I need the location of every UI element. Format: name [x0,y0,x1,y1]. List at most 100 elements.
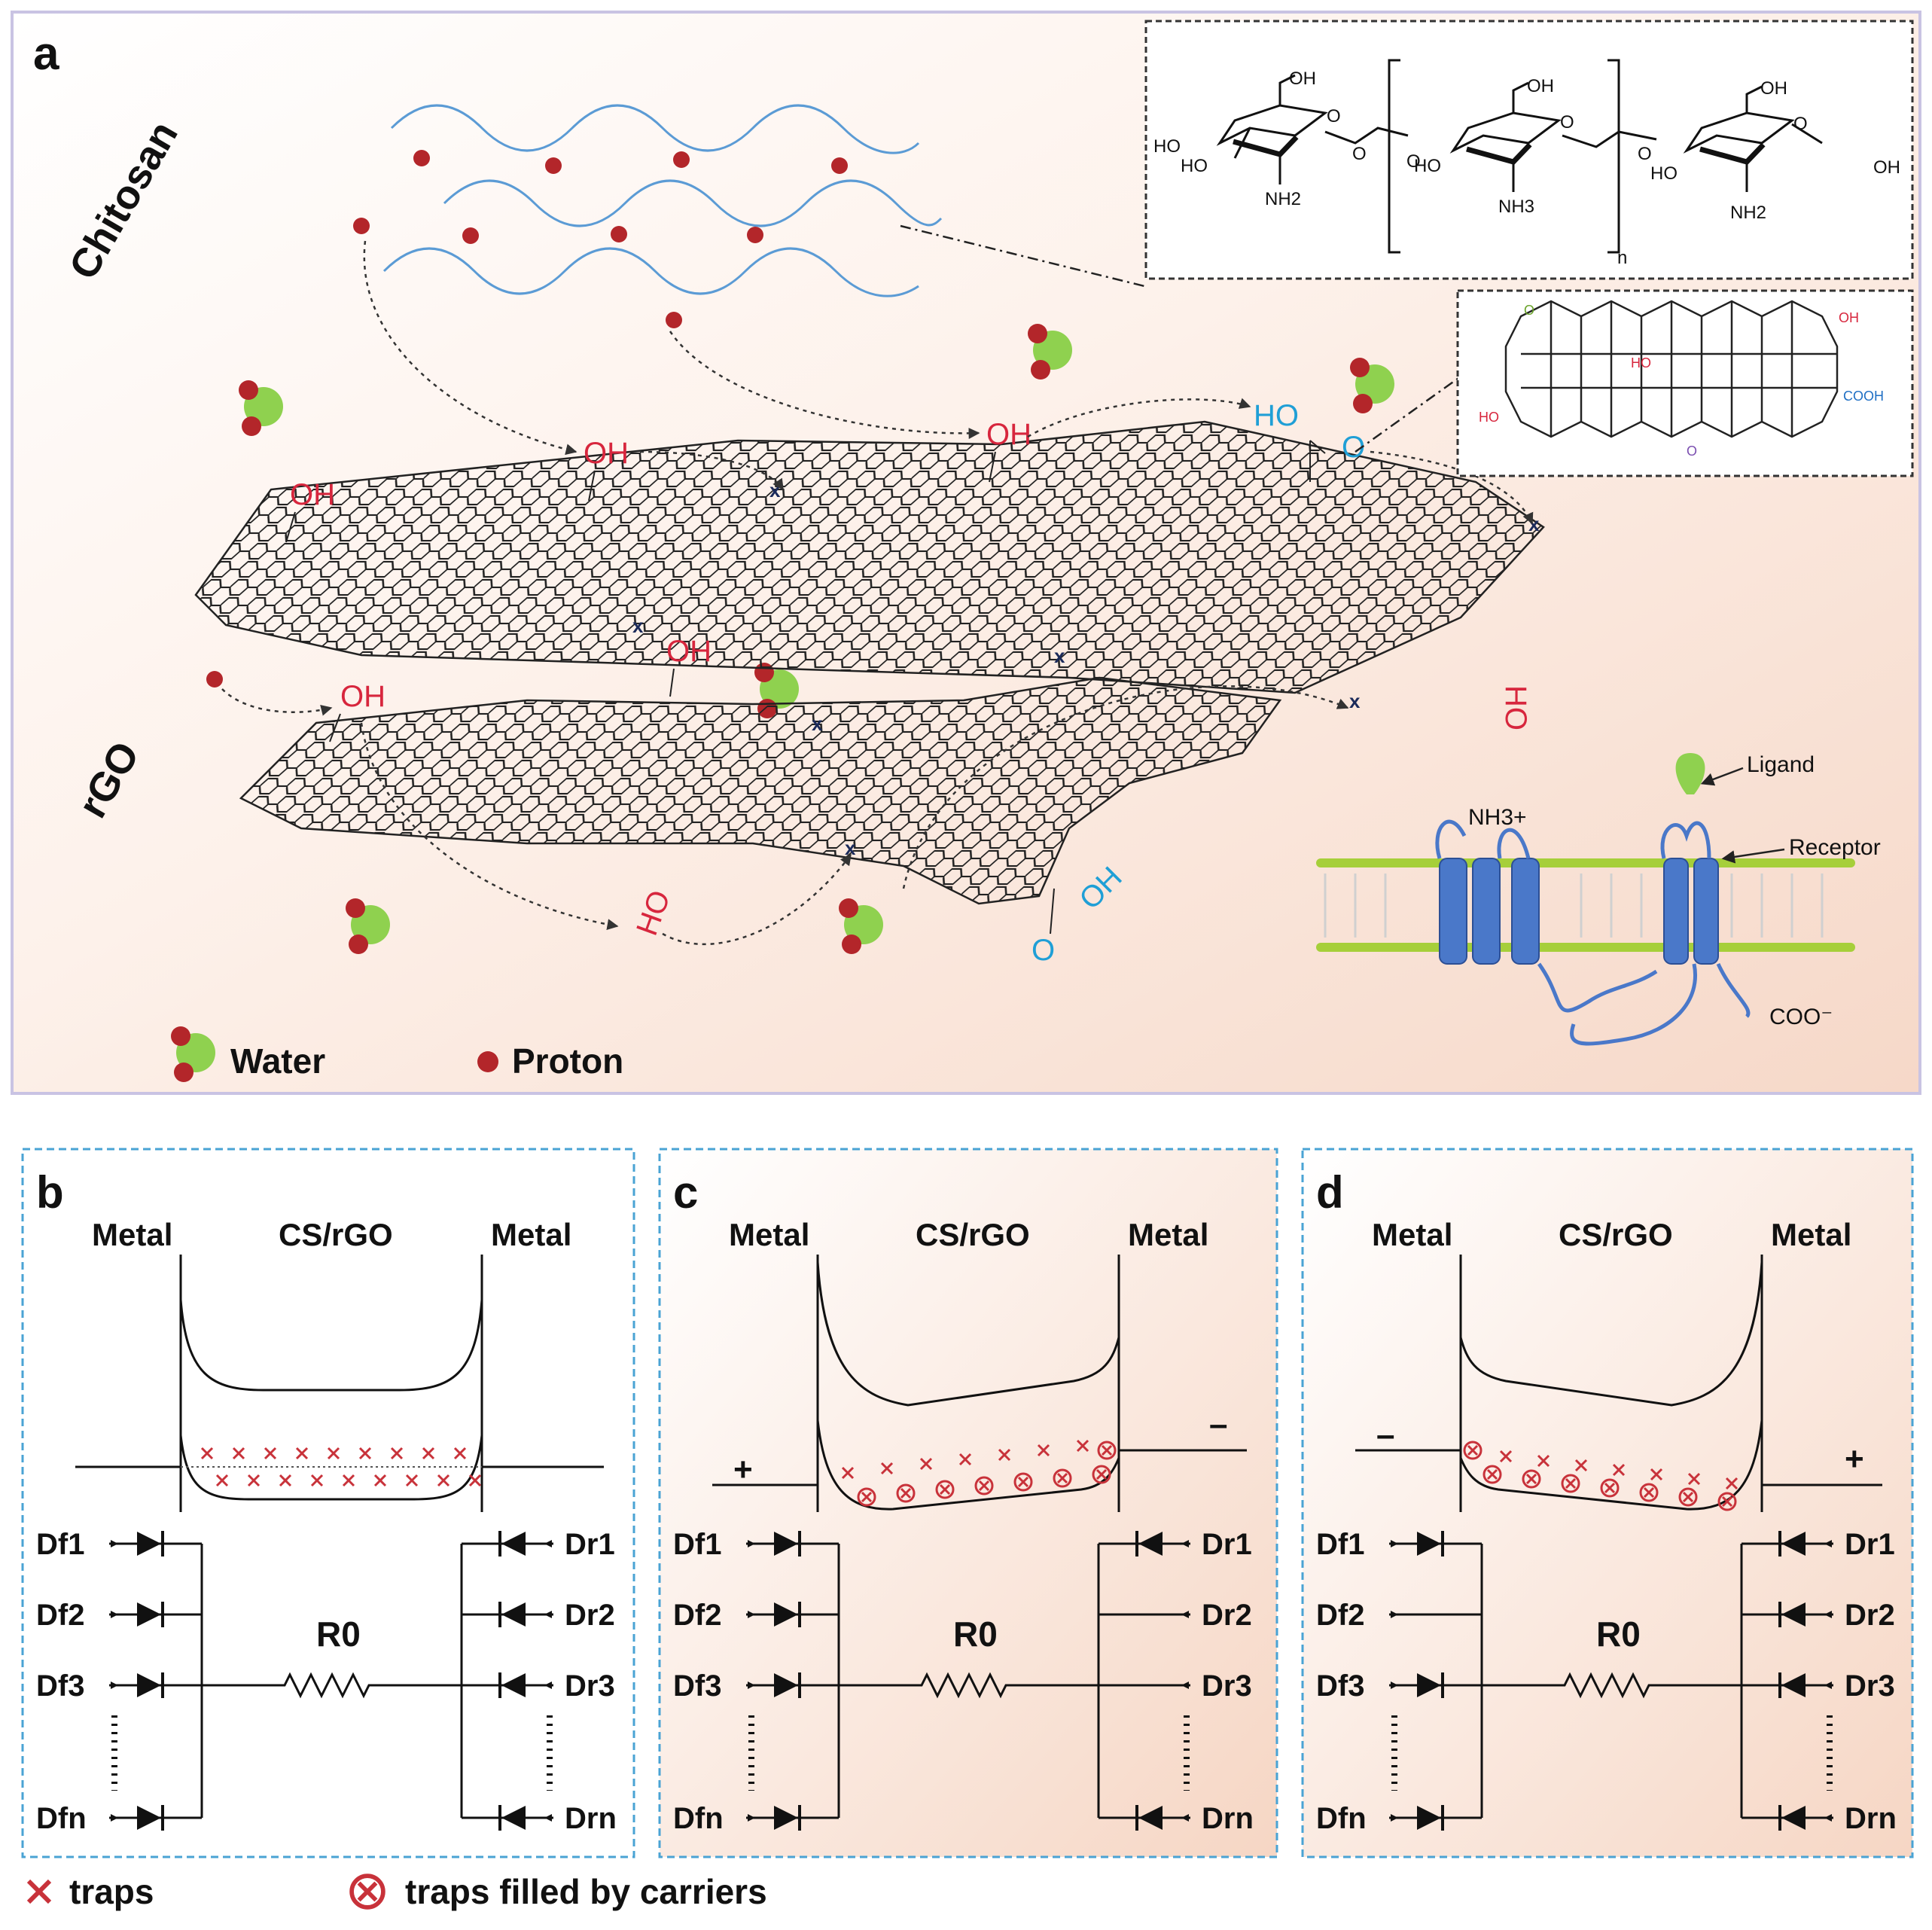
hydroxyl-groups: OH OH OH OH OH HO HO [285,418,1532,940]
left-diode-label: Df2 [36,1599,84,1632]
left-diode-label: Df1 [673,1528,721,1561]
svg-text:O: O [1687,444,1697,459]
panel-label: c [673,1167,698,1218]
svg-text:O: O [1793,114,1808,134]
right-diode-label: Dr2 [1845,1599,1895,1632]
svg-text:x: x [1054,645,1065,667]
panel-a-label: a [33,28,59,80]
resistor-label: R0 [316,1614,361,1654]
zoom-connectors [900,224,1461,453]
right-diode-label: Dr3 [565,1669,615,1703]
oh-label: OH [666,635,712,668]
metal-right-label: Metal [1128,1217,1208,1252]
left-diode-label: Df2 [673,1599,721,1632]
proton-legend-icon [477,1051,498,1072]
svg-text:x: x [769,479,781,502]
rgo-sheet-bottom [239,676,1282,905]
right-diode-label: Drn [1202,1802,1254,1835]
graphene-oxide-inset: O HO OH COOH HO O [1456,289,1914,477]
svg-text:O: O [1560,112,1574,133]
svg-text:HO: HO [1181,156,1208,176]
right-diode-label: Dr1 [1202,1528,1252,1561]
trap-legend-label: traps [69,1872,154,1911]
water-legend-label: Water [230,1041,325,1081]
cs-rgo-label: CS/rGO [1559,1217,1673,1252]
cs-rgo-label: CS/rGO [279,1217,393,1252]
rgo-sheet-top [194,420,1545,694]
metal-left-label: Metal [729,1217,809,1252]
trap-legend-icon [26,1879,52,1904]
svg-text:HO: HO [1479,410,1499,425]
left-diode-label: Df2 [1316,1599,1364,1632]
panel-label: b [36,1167,64,1218]
equivalent-circuit [109,1529,553,1832]
valence-band [1459,1419,1763,1511]
svg-text:x: x [812,712,823,735]
oh-label: OH [986,418,1032,451]
svg-text:x: x [1528,513,1540,535]
svg-text:n: n [1617,248,1627,268]
panel-a: a Chitosan rGO [11,11,1921,1095]
filled-trap-legend-icon [349,1874,385,1910]
svg-text:COOH: COOH [1843,389,1884,404]
svg-text:NH2: NH2 [1730,203,1766,223]
resistor-r0 [1482,1672,1742,1699]
coo-label: COO⁻ [1769,1005,1833,1029]
equivalent-circuit [746,1529,1190,1832]
svg-text:OH: OH [1839,310,1859,325]
left-diode-label: Df1 [36,1528,84,1561]
metal-right-label: Metal [491,1217,571,1252]
right-diode-label: Dr3 [1845,1669,1895,1703]
svg-text:x: x [632,614,644,637]
svg-text:NH3: NH3 [1498,197,1534,217]
svg-text:O: O [1524,303,1534,318]
filled-trap-legend-label: traps filled by carriers [405,1872,767,1911]
left-diode-label: Df1 [1316,1528,1364,1561]
conduction-band [1459,1261,1763,1407]
svg-text:x: x [845,837,856,859]
svg-text:OH: OH [1289,69,1316,89]
bias-right-sign: + [1845,1441,1864,1477]
oh-label: OH [340,680,385,713]
cs-rgo-label: CS/rGO [916,1217,1030,1252]
svg-text:NH2: NH2 [1265,189,1301,209]
resistor-label: R0 [1596,1614,1641,1654]
conduction-band [179,1299,483,1392]
bias-right-sign: – [1209,1406,1227,1443]
svg-text:OH: OH [1760,78,1787,99]
svg-text:O: O [1638,144,1652,164]
cell-membrane: NH3+ Ligand Receptor COO⁻ [1316,752,1881,1046]
circuit-panel-border [21,1148,635,1858]
nh3-label: NH3+ [1468,805,1527,830]
right-diode-label: Drn [1845,1802,1897,1835]
equivalent-circuit [1389,1529,1833,1832]
svg-text:O: O [1352,144,1367,164]
bottom-legend: traps traps filled by carriers [26,1872,767,1911]
right-diode-label: Dr2 [1202,1599,1252,1632]
proton-legend-label: Proton [512,1041,623,1081]
left-diode-label: Dfn [36,1802,87,1835]
right-diode-label: Dr2 [565,1599,615,1632]
legend-a: Water Proton [171,1026,623,1082]
oh-label: OH [584,437,629,470]
valence-band [179,1435,483,1501]
svg-text:HO: HO [1631,355,1651,370]
resistor-r0 [839,1672,1099,1699]
left-diode-label: Dfn [1316,1802,1367,1835]
svg-text:x: x [1349,690,1361,712]
svg-text:HO: HO [1414,156,1441,176]
left-diode-label: Df3 [36,1669,84,1703]
resistor-r0 [202,1672,462,1699]
oh-label: OH [290,478,335,511]
svg-text:OH: OH [1873,157,1900,178]
svg-text:HO: HO [1650,163,1678,184]
bias-left-sign: – [1376,1416,1394,1453]
right-diode-label: Drn [565,1802,617,1835]
panel-label: d [1316,1167,1344,1218]
svg-text:O: O [1406,151,1421,172]
